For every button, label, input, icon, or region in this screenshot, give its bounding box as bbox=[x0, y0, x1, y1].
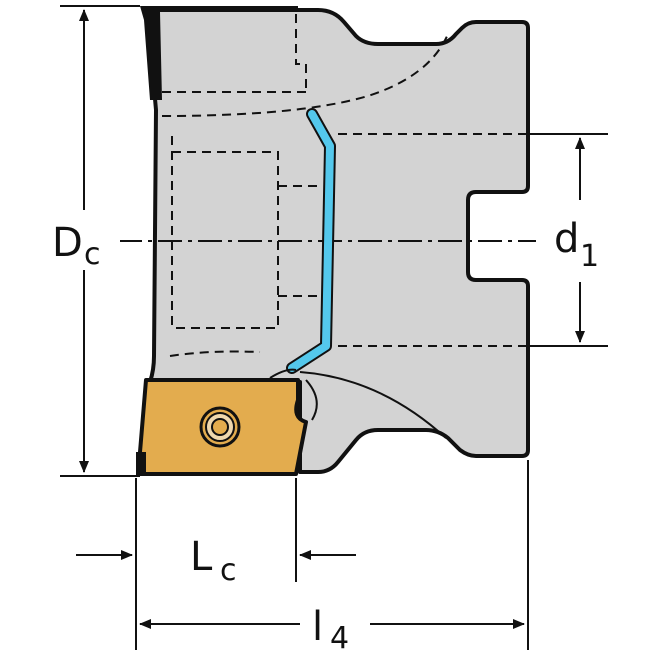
label-lc: L c bbox=[190, 534, 237, 588]
svg-text:c: c bbox=[84, 237, 101, 272]
hidden-lines bbox=[161, 14, 528, 357]
svg-text:D: D bbox=[52, 220, 83, 266]
label-dc: D c bbox=[48, 212, 120, 272]
top-edge-shade bbox=[140, 6, 298, 100]
svg-text:1: 1 bbox=[580, 239, 599, 274]
coolant-channel-fill bbox=[288, 110, 334, 372]
svg-text:c: c bbox=[220, 553, 237, 588]
insert-edge-shade bbox=[136, 452, 146, 476]
insert-screw-icon bbox=[199, 406, 241, 448]
dimension-lines bbox=[60, 5, 608, 650]
label-l4: l 4 bbox=[306, 600, 362, 656]
svg-text:4: 4 bbox=[330, 621, 349, 656]
svg-text:L: L bbox=[190, 534, 213, 580]
chip-flute bbox=[269, 368, 447, 439]
svg-text:d: d bbox=[554, 216, 579, 262]
label-d1: d 1 bbox=[550, 208, 614, 274]
svg-text:l: l bbox=[312, 604, 323, 650]
